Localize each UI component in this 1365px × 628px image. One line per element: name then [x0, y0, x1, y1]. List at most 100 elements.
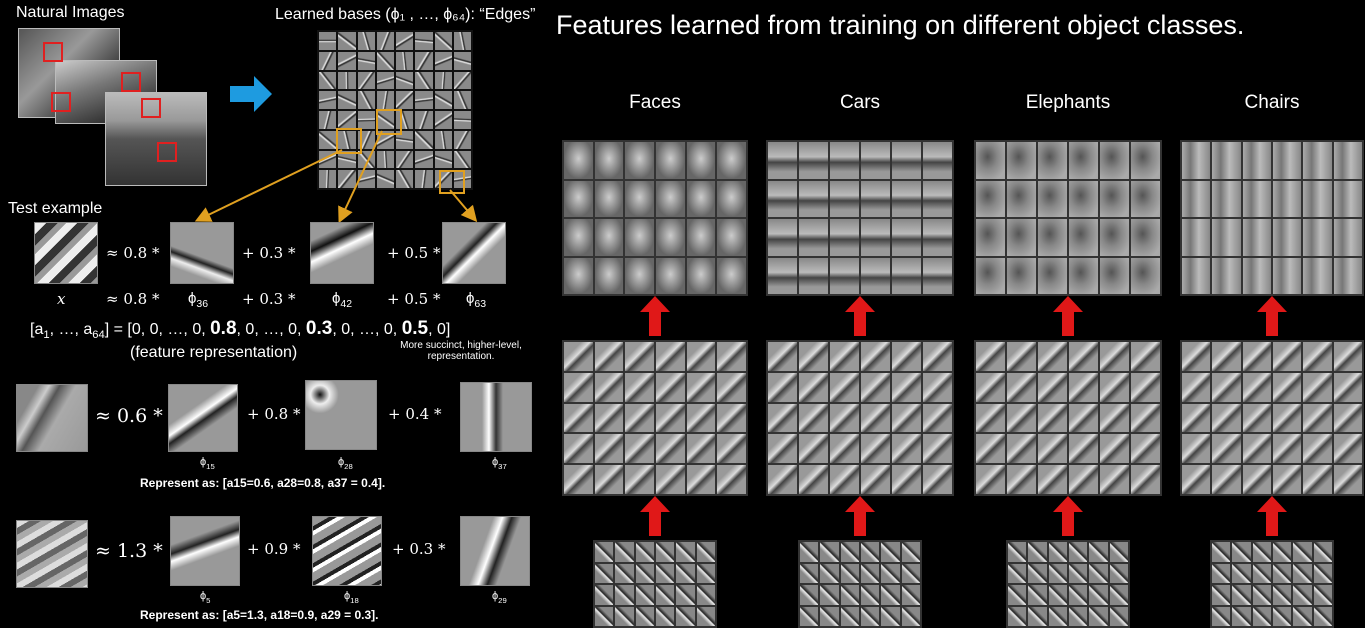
basis-cell [396, 71, 414, 90]
red-arrow-up [1053, 296, 1083, 336]
object-parts-grid-cell [1131, 219, 1160, 256]
feature-representation-label: (feature representation) [130, 344, 298, 361]
example-3-patch [16, 520, 88, 588]
red-box [121, 72, 141, 92]
edge-bases-grid-cell [901, 585, 920, 605]
basis-cell [376, 71, 394, 90]
basis-cell [319, 32, 337, 50]
edge-bases-grid-cell [1089, 585, 1108, 605]
object-parts-grid [974, 140, 1162, 296]
mid-level-grid [562, 340, 748, 496]
object-parts-grid-cell [1069, 219, 1098, 256]
object-parts-grid [562, 140, 748, 296]
mid-level-grid-cell [1333, 403, 1362, 433]
x-label: x [57, 290, 66, 308]
edge-bases-grid-cell [635, 563, 654, 583]
edge-bases-grid-cell [595, 606, 614, 626]
eq3-coef1: ≈ 1.3 * [95, 540, 163, 562]
object-parts-grid-cell [1212, 257, 1241, 294]
mid-level-grid-cell [1131, 403, 1160, 433]
object-parts-grid-cell [1007, 257, 1036, 294]
mid-level-grid-cell [923, 372, 952, 402]
basis-cell [434, 91, 452, 109]
edge-bases-grid-cell [1293, 606, 1312, 626]
edge-bases-grid-cell [656, 606, 675, 626]
edge-bases-grid-cell [1252, 542, 1271, 562]
mid-level-grid-cell [717, 434, 746, 464]
mid-level-grid-cell [923, 342, 952, 371]
basis-cell [453, 111, 471, 129]
basis-cell [357, 111, 375, 129]
edge-bases-grid-cell [1089, 563, 1108, 583]
mid-level-grid-cell [1242, 372, 1271, 402]
edge-bases-grid-cell [901, 606, 920, 626]
object-parts-grid-cell [1182, 142, 1211, 179]
mid-level-grid-cell [976, 434, 1005, 464]
basis-cell [396, 130, 414, 149]
object-parts-grid [1180, 140, 1364, 296]
mid-level-grid-cell [1007, 403, 1036, 433]
edge-bases-grid [593, 540, 717, 628]
object-parts-grid-cell [1303, 142, 1332, 179]
edge-bases-grid-cell [1109, 542, 1128, 562]
eq1-coef2: + 0.3 * [242, 244, 296, 262]
mid-level-grid-cell [799, 372, 828, 402]
basis-cell [396, 150, 414, 169]
mid-level-grid-cell [768, 465, 797, 494]
edge-bases-grid-cell [1313, 563, 1332, 583]
mid-level-grid-cell [1069, 372, 1098, 402]
object-parts-grid-cell [1242, 219, 1271, 256]
mid-level-grid-cell [625, 434, 654, 464]
object-parts-grid-cell [923, 257, 952, 294]
red-arrow-up [1053, 496, 1083, 536]
mid-level-grid-cell [686, 465, 716, 494]
mid-level-grid-cell [830, 465, 859, 494]
object-parts-grid-cell [923, 180, 952, 217]
object-parts-grid-cell [1333, 142, 1362, 179]
edge-bases-grid-cell [595, 542, 614, 562]
mid-level-grid-cell [717, 342, 746, 371]
basis-cell [453, 32, 471, 50]
basis-cell [434, 170, 452, 188]
object-parts-grid-cell [1131, 142, 1160, 179]
mid-level-grid-cell [1273, 403, 1302, 433]
mid-level-grid-cell [655, 465, 685, 494]
mid-level-grid-cell [717, 465, 746, 494]
edge-bases-grid-cell [696, 563, 715, 583]
mid-level-grid-cell [1303, 342, 1332, 371]
succinct-note: More succinct, higher-level,representati… [400, 340, 522, 362]
object-parts-grid-cell [655, 142, 685, 179]
mid-level-grid-cell [1182, 465, 1211, 494]
basis-cell [434, 32, 452, 50]
mid-level-grid-cell [799, 342, 828, 371]
eq1-coef1: ≈ 0.8 * [106, 244, 160, 262]
object-parts-grid-cell [717, 180, 746, 217]
mid-level-grid-cell [717, 372, 746, 402]
mid-level-grid-cell [564, 372, 593, 402]
red-arrow-up [845, 496, 875, 536]
object-parts-grid-cell [1182, 219, 1211, 256]
object-parts-grid-cell [1242, 180, 1271, 217]
phi-15-label: ϕ15 [200, 456, 215, 471]
mid-level-grid-cell [1069, 342, 1098, 371]
basis-cell [319, 170, 337, 188]
highlight-box [336, 128, 362, 154]
object-parts-grid-cell [1069, 257, 1098, 294]
edge-bases-grid-cell [1232, 585, 1251, 605]
mid-level-grid-cell [923, 465, 952, 494]
mid-level-grid-cell [1182, 342, 1211, 371]
edge-bases-grid-cell [1232, 542, 1251, 562]
basis-cell [396, 170, 414, 188]
eq2-coef3: + 0.4 * [388, 405, 442, 423]
edge-bases-grid-cell [1232, 606, 1251, 626]
mid-level-grid-cell [1242, 434, 1271, 464]
edge-bases-grid-cell [1008, 563, 1027, 583]
mid-level-grid-cell [976, 403, 1005, 433]
object-parts-grid-cell [1333, 219, 1362, 256]
mid-level-grid-cell [861, 342, 890, 371]
basis-cell [376, 91, 394, 109]
mid-level-grid-cell [1100, 342, 1129, 371]
object-parts-grid-cell [686, 180, 716, 217]
red-box [51, 92, 71, 112]
mid-level-grid-cell [564, 434, 593, 464]
